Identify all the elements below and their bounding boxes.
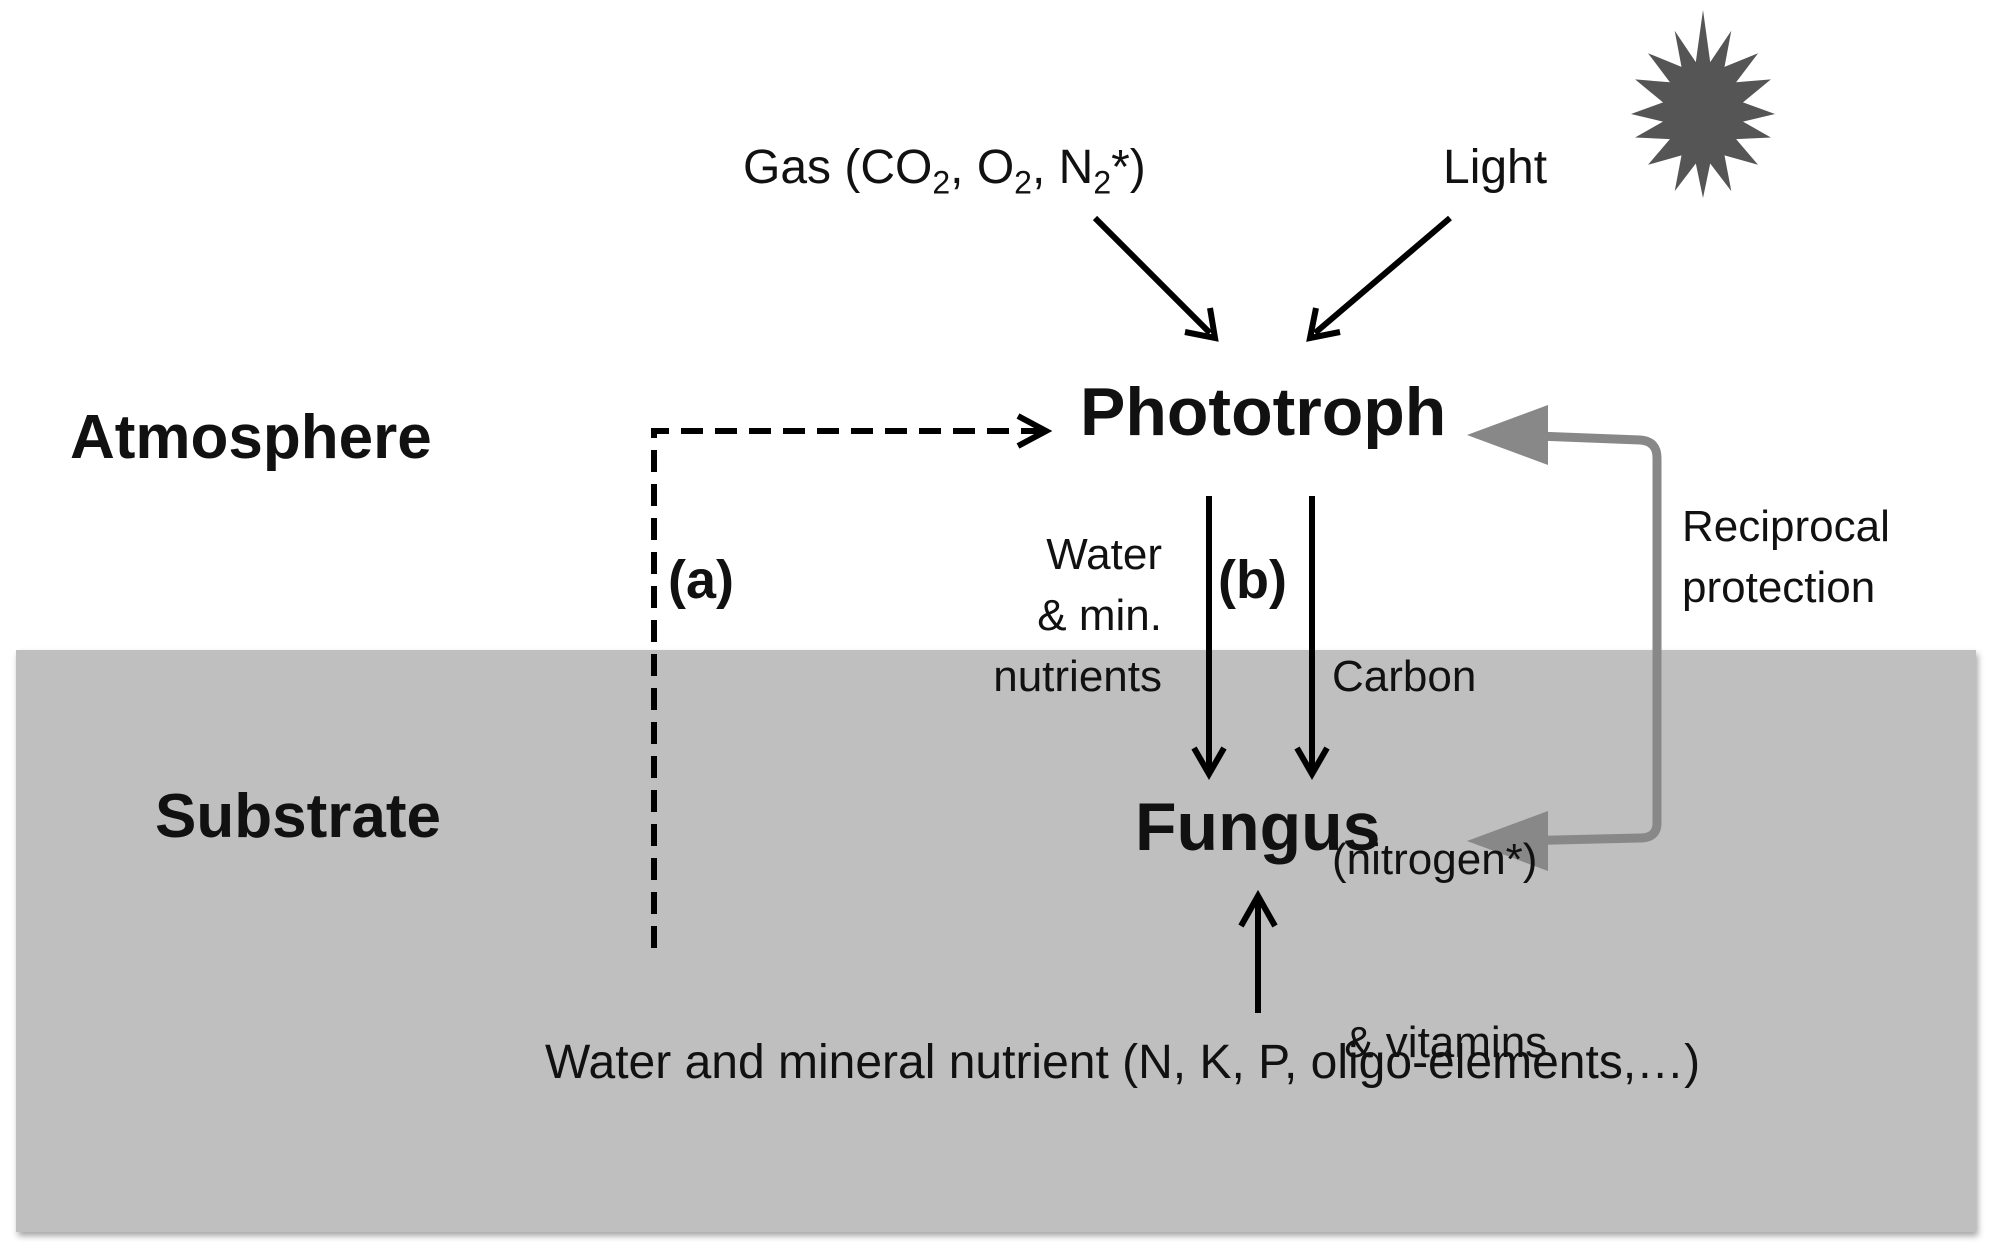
gas-input-label: Gas (CO2, O2, N2*) bbox=[743, 141, 1146, 201]
light-to-phototroph-arrow bbox=[1306, 215, 1452, 342]
water-minerals-flow-label: Water & min. nutrients bbox=[993, 530, 1162, 701]
substrate-label: Substrate bbox=[155, 782, 441, 851]
pathway-b-label: (b) bbox=[1218, 550, 1287, 610]
pathway-a-dashed-arrow bbox=[651, 413, 1053, 948]
substrate-to-fungus-arrow bbox=[1238, 889, 1278, 1013]
gas-to-phototroph-arrow bbox=[1092, 215, 1219, 342]
reciprocal-protection-arrow bbox=[1467, 405, 1662, 871]
pathway-a-label: (a) bbox=[668, 550, 734, 610]
substrate-zone bbox=[16, 650, 1976, 1232]
phototroph-node: Phototroph bbox=[1080, 374, 1447, 450]
atmosphere-label: Atmosphere bbox=[70, 403, 432, 472]
substrate-input-label: Water and mineral nutrient (N, K, P, oli… bbox=[545, 1036, 1701, 1089]
pathway-b-arrows bbox=[1191, 496, 1330, 781]
light-input-label: Light bbox=[1443, 141, 1548, 194]
fungus-node: Fungus bbox=[1135, 789, 1381, 865]
carbon-flow-label: Carbon (nitrogen*) & vitamins bbox=[1332, 652, 1548, 1067]
sun-icon bbox=[1631, 10, 1775, 198]
reciprocal-protection-label: Reciprocal protection bbox=[1682, 502, 1890, 612]
